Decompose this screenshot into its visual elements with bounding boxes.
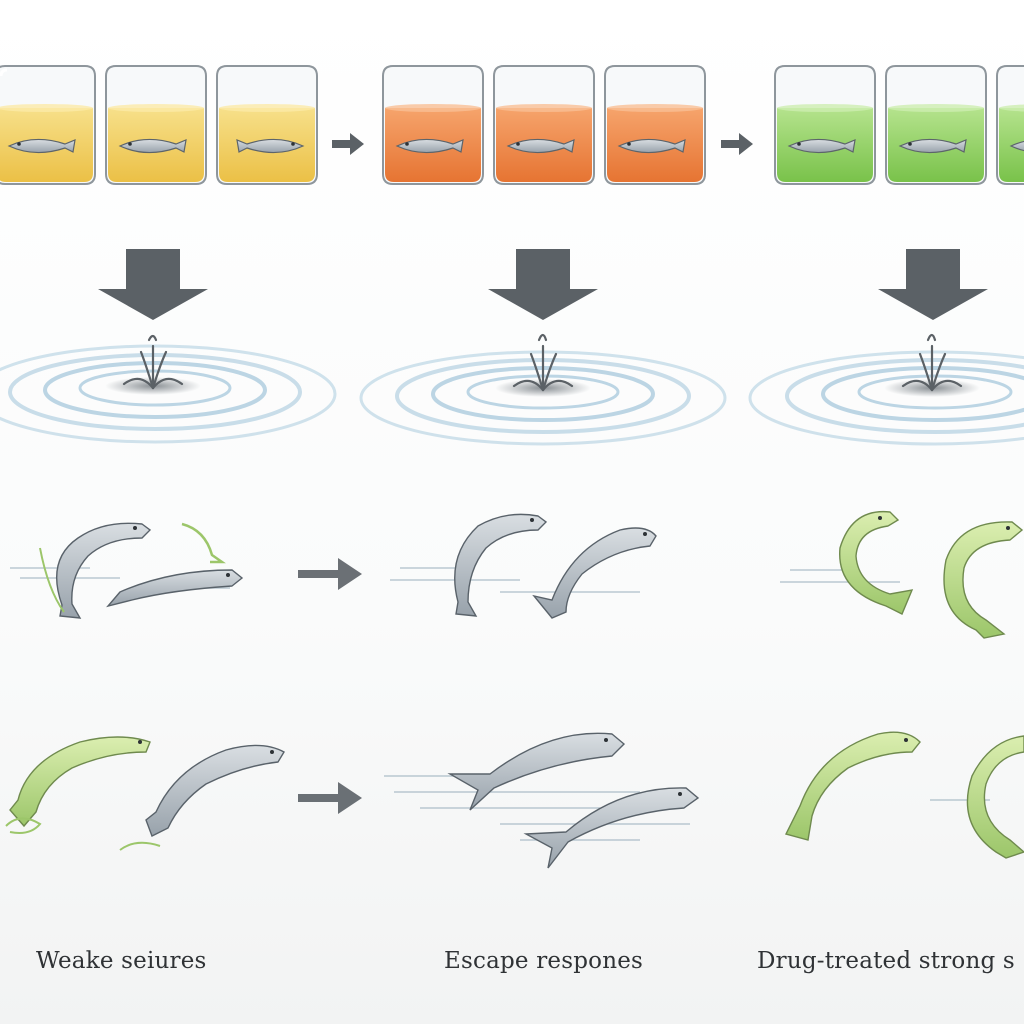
beaker-icon bbox=[216, 65, 318, 185]
fish-icon bbox=[784, 731, 921, 841]
down-arrow-icon bbox=[878, 249, 988, 320]
fish-icon bbox=[447, 732, 626, 811]
beaker-row bbox=[0, 65, 1024, 185]
response-row-2 bbox=[5, 731, 1024, 869]
right-arrow-icon bbox=[298, 782, 362, 814]
beaker-icon bbox=[774, 65, 876, 185]
panel-caption-weak-seizures: Weake seiures bbox=[36, 948, 207, 974]
fish-icon bbox=[181, 522, 226, 564]
panel-caption-escape-response: Escape respones bbox=[444, 948, 644, 974]
fish-icon bbox=[39, 522, 152, 619]
water-ripple-icon bbox=[0, 334, 337, 444]
beaker-group-yellow bbox=[0, 65, 318, 185]
panel-caption-drug-treated: Drug-treated strong s bbox=[757, 948, 1015, 974]
fish-icon bbox=[839, 510, 914, 615]
beaker-icon bbox=[604, 65, 706, 185]
fish-icon bbox=[454, 513, 548, 617]
water-ripple-icon bbox=[359, 333, 727, 446]
beaker-icon bbox=[382, 65, 484, 185]
water-ripple-icon bbox=[748, 333, 1024, 446]
beaker-icon bbox=[996, 65, 1024, 185]
beaker-icon bbox=[105, 65, 207, 185]
fish-icon bbox=[966, 735, 1024, 859]
beaker-icon bbox=[885, 65, 987, 185]
fish-icon bbox=[119, 744, 285, 851]
beaker-icon bbox=[493, 65, 595, 185]
right-arrow-icon bbox=[721, 133, 753, 155]
fish-icon bbox=[5, 736, 151, 834]
fish-icon bbox=[523, 787, 700, 869]
stimulus-row bbox=[0, 249, 1024, 446]
down-arrow-icon bbox=[98, 249, 208, 320]
down-arrow-icon bbox=[488, 249, 598, 320]
beaker-group-orange bbox=[382, 65, 706, 185]
fish-icon bbox=[106, 569, 244, 608]
beaker-icon bbox=[0, 65, 96, 185]
beaker-group-green bbox=[774, 65, 1024, 185]
fish-icon bbox=[943, 521, 1024, 639]
fish-icon bbox=[532, 527, 657, 619]
right-arrow-icon bbox=[298, 558, 362, 590]
right-arrow-icon bbox=[332, 133, 364, 155]
response-row-1 bbox=[10, 510, 1024, 639]
